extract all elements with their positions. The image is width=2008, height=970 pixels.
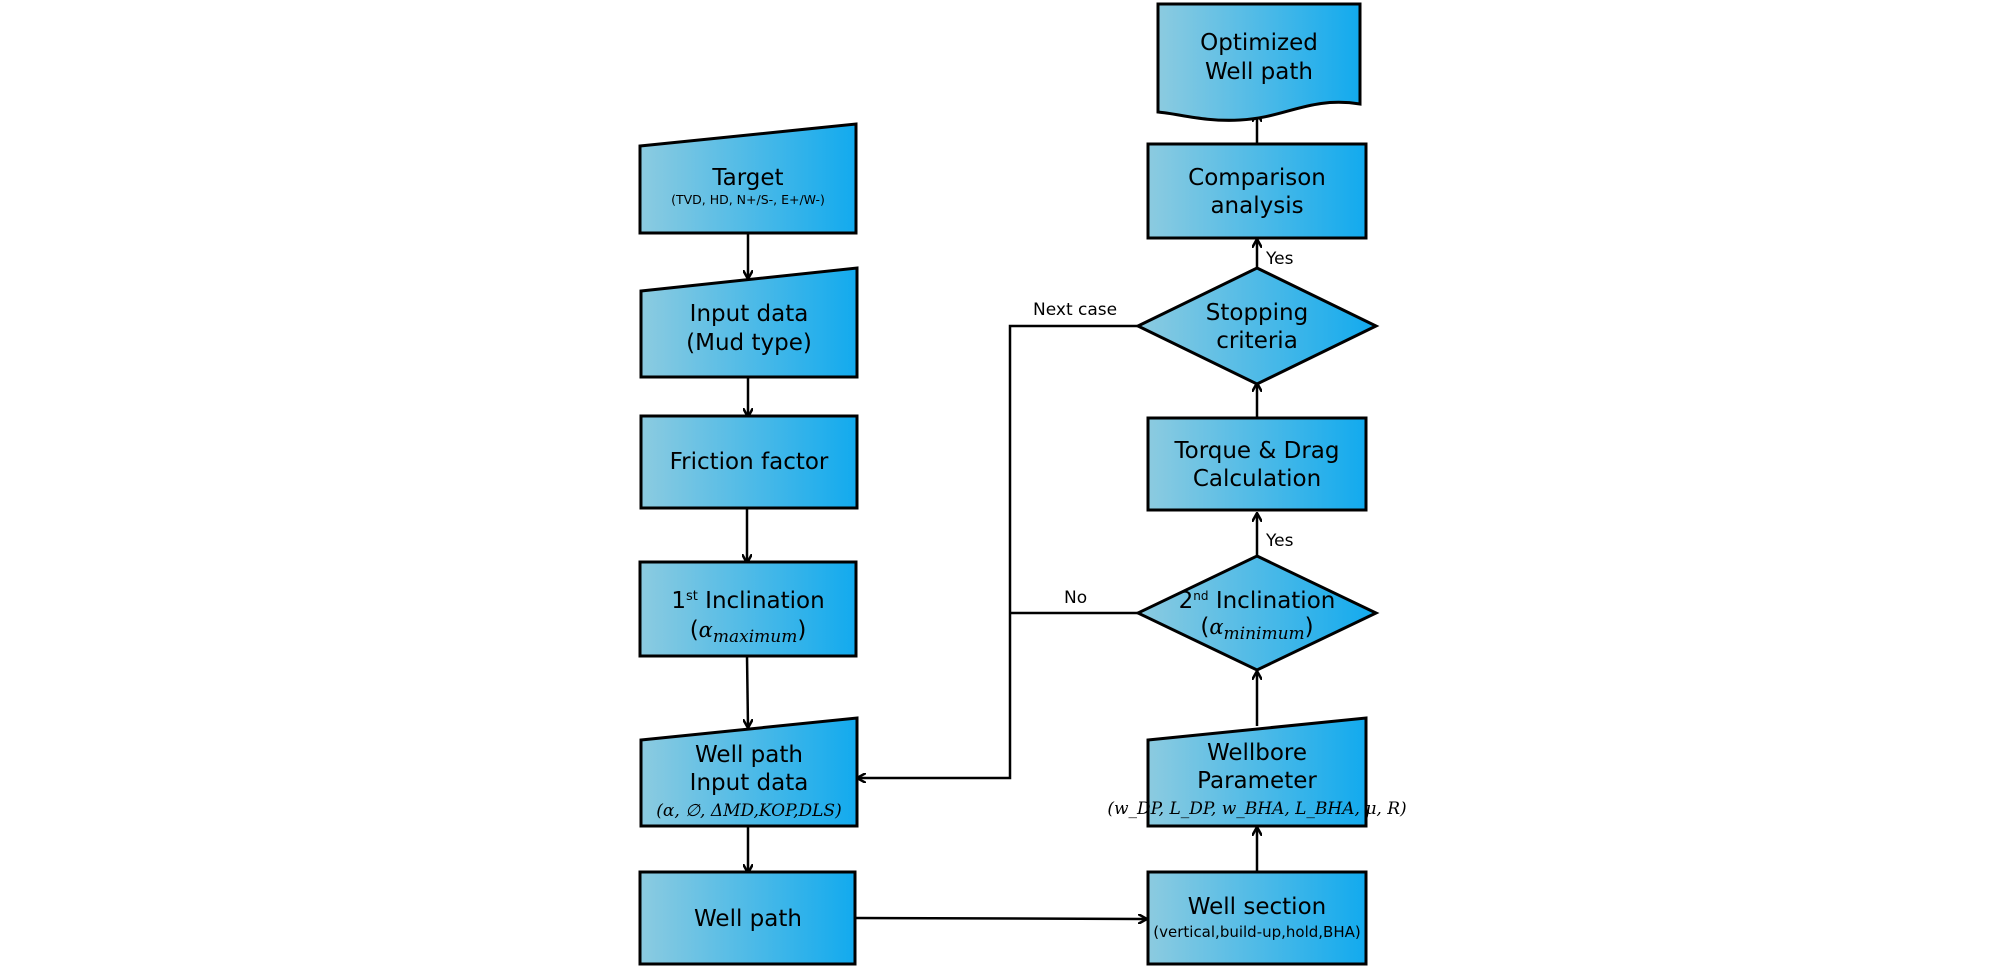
node-comparison-analysis: Comparison analysis bbox=[1146, 142, 1368, 240]
inclination1-label: 1st Inclination bbox=[671, 588, 824, 614]
wellpath-input-line1: Well path bbox=[695, 742, 803, 768]
comparison-line1: Comparison bbox=[1188, 165, 1326, 191]
label-next-case: Next case bbox=[1033, 300, 1117, 320]
label-yes-inclination: Yes bbox=[1265, 531, 1294, 551]
friction-label: Friction factor bbox=[670, 449, 829, 475]
node-stopping-criteria: Stopping criteria bbox=[1134, 266, 1380, 386]
node-wellpath-input: Well path Input data (α, ∅, ΔMD,KOP,DLS) bbox=[639, 716, 859, 828]
wellpath-input-line2: Input data bbox=[690, 770, 809, 796]
arrow-inclination1-to-wellpath-input bbox=[747, 655, 748, 727]
optimized-line1: Optimized bbox=[1200, 30, 1318, 56]
node-friction-factor: Friction factor bbox=[639, 414, 859, 510]
wellbore-line1: Wellbore bbox=[1207, 740, 1307, 766]
label-no: No bbox=[1064, 588, 1087, 608]
comparison-line2: analysis bbox=[1210, 193, 1303, 219]
target-sub: (TVD, HD, N+/S-, E+/W-) bbox=[671, 192, 825, 207]
wellpath-label: Well path bbox=[694, 906, 802, 932]
connector-next-case bbox=[858, 324, 1138, 778]
target-title: Target bbox=[711, 165, 783, 191]
wellpath-input-line3: (α, ∅, ΔMD,KOP,DLS) bbox=[656, 801, 841, 821]
well-section-title: Well section bbox=[1188, 894, 1326, 920]
stopping-line2: criteria bbox=[1216, 328, 1298, 354]
arrow-wellpath-to-well-section bbox=[854, 918, 1146, 919]
well-section-sub: (vertical,build-up,hold,BHA) bbox=[1153, 923, 1360, 941]
input-data-line1: Input data bbox=[690, 301, 809, 327]
node-input-data: Input data (Mud type) bbox=[639, 266, 859, 379]
node-wellbore-parameter: Wellbore Parameter (w_DP, L_DP, w_BHA, L… bbox=[1107, 716, 1407, 828]
node-well-section: Well section (vertical,build-up,hold,BHA… bbox=[1146, 870, 1368, 966]
node-torque-drag: Torque & Drag Calculation bbox=[1146, 416, 1368, 512]
label-yes-stopping: Yes bbox=[1265, 249, 1294, 269]
stopping-line1: Stopping bbox=[1206, 300, 1308, 326]
wellbore-line2: Parameter bbox=[1197, 768, 1317, 794]
node-inclination-2: 2nd Inclination (αminimum) bbox=[1134, 554, 1380, 672]
inclination1-math: (αmaximum) bbox=[690, 617, 807, 647]
torque-line2: Calculation bbox=[1193, 466, 1321, 492]
inclination2-label: 2nd Inclination bbox=[1179, 588, 1336, 614]
node-target: Target (TVD, HD, N+/S-, E+/W-) bbox=[638, 122, 858, 235]
node-wellpath: Well path bbox=[638, 870, 857, 966]
input-data-line2: (Mud type) bbox=[686, 330, 812, 356]
node-optimized-wellpath: Optimized Well path bbox=[1156, 2, 1362, 122]
torque-line1: Torque & Drag bbox=[1173, 438, 1339, 464]
connectors bbox=[747, 114, 1257, 919]
node-inclination-1: 1st Inclination (αmaximum) bbox=[638, 560, 858, 658]
inclination2-math: (αminimum) bbox=[1200, 614, 1313, 644]
wellbore-line3: (w_DP, L_DP, w_BHA, L_BHA, μ, R) bbox=[1107, 799, 1406, 819]
optimized-line2: Well path bbox=[1205, 59, 1313, 85]
